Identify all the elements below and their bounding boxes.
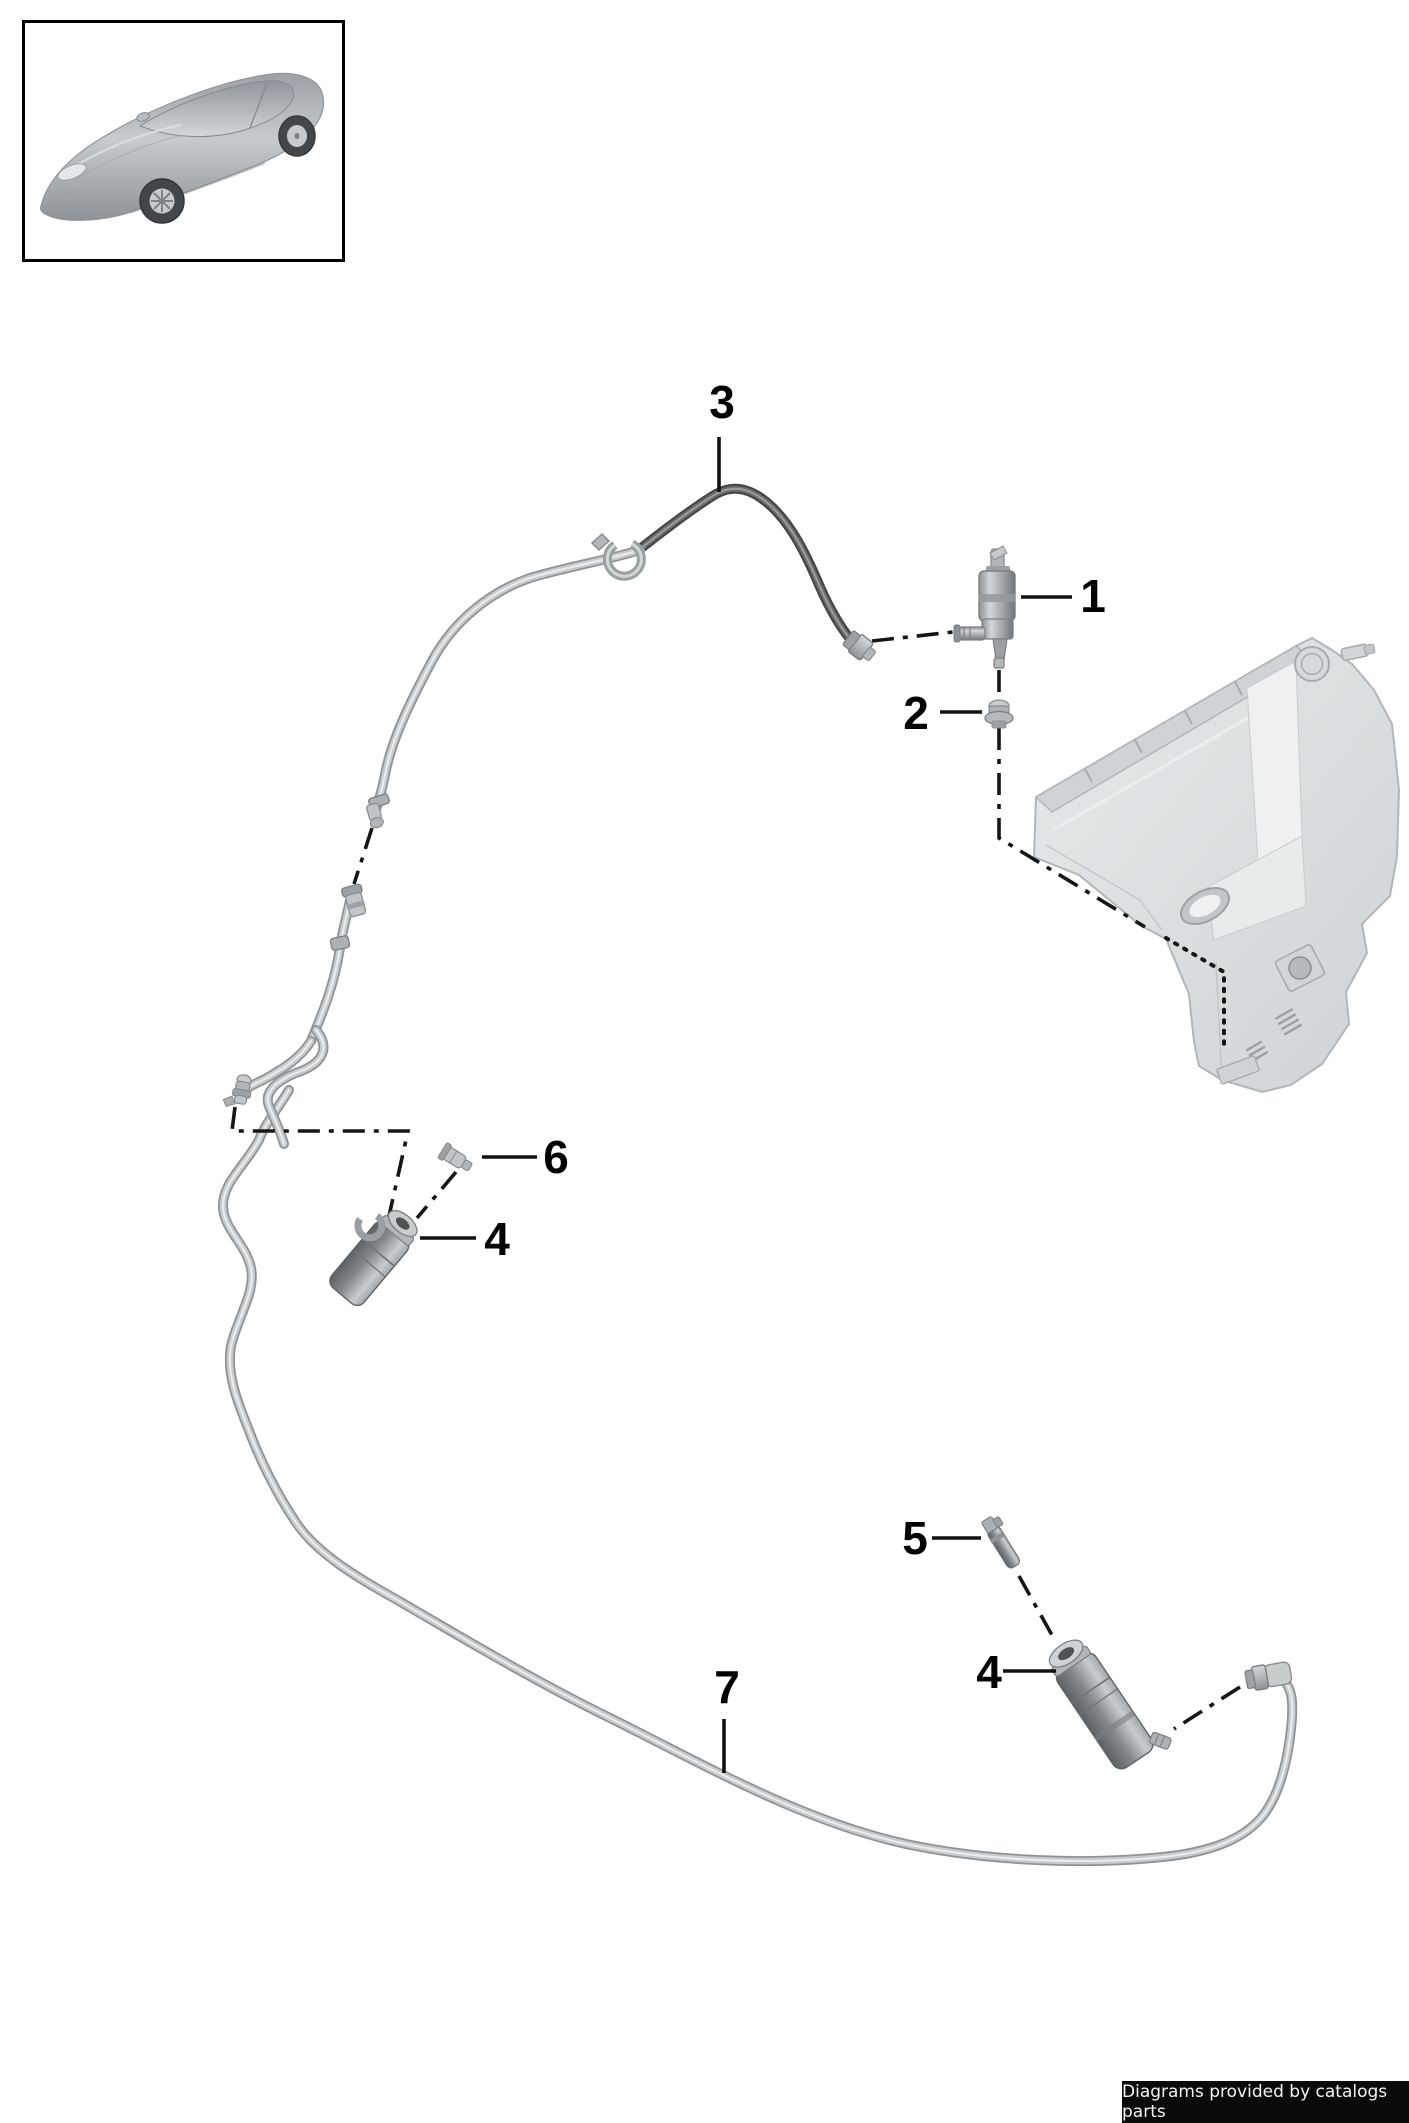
side-mirror bbox=[136, 112, 150, 122]
front-wheel bbox=[139, 178, 185, 224]
car-icon bbox=[39, 72, 325, 224]
reservoir-cap bbox=[1294, 646, 1330, 682]
pump-grommet bbox=[984, 699, 1014, 729]
vehicle-thumbnail-art bbox=[39, 72, 325, 224]
dotted-insert-line bbox=[1164, 936, 1226, 1050]
washer-nozzle-left bbox=[329, 1209, 418, 1307]
callout-7: 7 bbox=[714, 1661, 740, 1713]
footer-credit: Diagrams provided by catalogs parts bbox=[1122, 2081, 1409, 2123]
left-hose-lower bbox=[311, 895, 351, 1041]
hose-pigtail-loop bbox=[246, 1030, 323, 1144]
headlight bbox=[57, 163, 87, 181]
reservoir-port bbox=[1274, 944, 1326, 992]
callout-3: 3 bbox=[709, 376, 735, 428]
washer-pump bbox=[953, 545, 1016, 669]
spray-jet bbox=[981, 1516, 1021, 1569]
leader-lines bbox=[420, 437, 1072, 1773]
hose-end-fitting bbox=[842, 630, 876, 661]
footer-credit-text: Diagrams provided by catalogs parts bbox=[1122, 2082, 1388, 2122]
branch-connector bbox=[222, 1074, 252, 1107]
pump-outlet-spout bbox=[992, 638, 1008, 661]
vehicle-thumbnail-box bbox=[22, 20, 345, 262]
washer-nozzle-right bbox=[1048, 1639, 1172, 1770]
pump-inlet-port bbox=[953, 624, 986, 643]
nozzle-side-port bbox=[1149, 1731, 1172, 1750]
assembly-lines bbox=[229, 630, 1241, 1731]
callout-4-left: 4 bbox=[484, 1213, 510, 1265]
reservoir-outlet-stub bbox=[1340, 643, 1376, 662]
elbow-fitting bbox=[1244, 1661, 1293, 1691]
callout-1: 1 bbox=[1080, 570, 1106, 622]
front-supply-hose-part3 bbox=[640, 489, 852, 641]
quick-connector bbox=[329, 793, 390, 951]
rear-wheel bbox=[278, 115, 316, 157]
nozzle-clip bbox=[354, 1213, 386, 1242]
callout-2: 2 bbox=[903, 687, 929, 739]
left-hose-upper bbox=[374, 550, 640, 816]
callout-4-right: 4 bbox=[976, 1646, 1002, 1698]
callout-5: 5 bbox=[902, 1512, 928, 1564]
hose-clip bbox=[590, 532, 646, 581]
reservoir-oval-hole bbox=[1179, 886, 1231, 926]
connector-valve bbox=[437, 1142, 473, 1172]
callout-6: 6 bbox=[543, 1131, 569, 1183]
reservoir-coil-detail bbox=[1245, 1007, 1303, 1062]
washer-fluid-reservoir bbox=[1032, 636, 1401, 1094]
